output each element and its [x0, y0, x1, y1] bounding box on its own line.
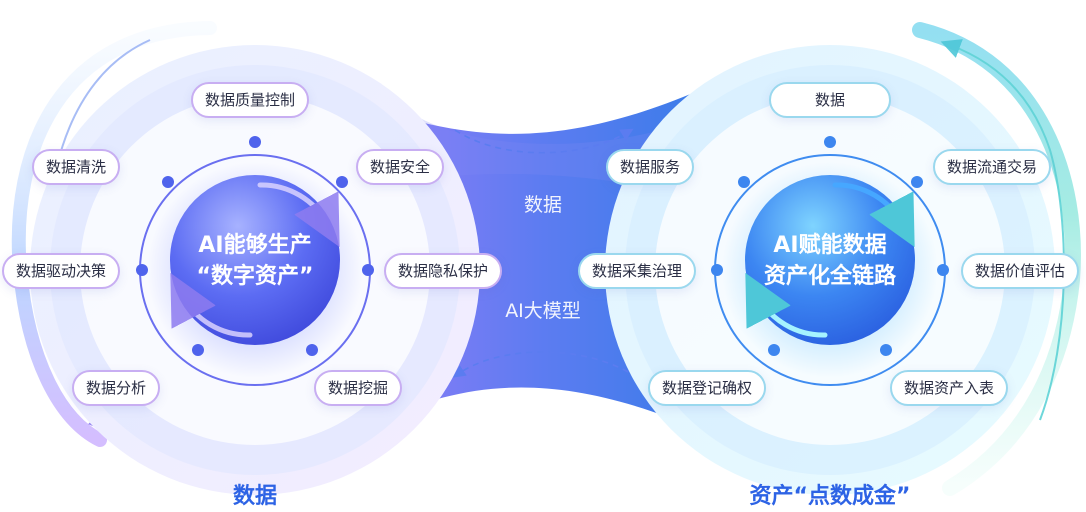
left-item-analysis: 数据分析 — [72, 370, 161, 406]
right-item-collection: 数据采集治理 — [578, 253, 697, 289]
middle-label-bottom: AI大模型 — [505, 300, 581, 322]
left-item-security: 数据安全 — [356, 149, 445, 185]
footer-right-label: 资产“点数成金” — [749, 484, 911, 509]
footer-left-label: 数据 — [232, 484, 277, 509]
right-item-recording: 数据资产入表 — [890, 370, 1009, 406]
right-item-service: 数据服务 — [606, 149, 695, 185]
right-item-valuation: 数据价值评估 — [961, 253, 1080, 289]
left-hub-line2: “数字资产” — [196, 264, 314, 289]
left-item-cleaning: 数据清洗 — [32, 149, 121, 185]
flow-arrow-top — [454, 128, 634, 154]
right-item-data: 数据 — [769, 82, 891, 118]
left-hub-title: AI能够生产 “数字资产” — [170, 230, 340, 292]
middle-label-top: 数据 — [523, 194, 562, 216]
right-item-registration: 数据登记确权 — [648, 370, 767, 406]
flow-arrow-bottom — [452, 351, 629, 378]
left-item-mining: 数据挖掘 — [314, 370, 403, 406]
left-item-decision: 数据驱动决策 — [2, 253, 121, 289]
left-swoosh-arrow — [11, 21, 217, 447]
left-hub-line1: AI能够生产 — [198, 233, 312, 258]
right-hub-title: AI赋能数据 资产化全链路 — [745, 230, 915, 292]
left-item-privacy: 数据隐私保护 — [384, 253, 503, 289]
right-hub-line2: 资产化全链路 — [763, 264, 896, 289]
right-item-circulation: 数据流通交易 — [933, 149, 1052, 185]
right-hub-line1: AI赋能数据 — [773, 233, 887, 258]
left-item-quality-control: 数据质量控制 — [191, 82, 310, 118]
